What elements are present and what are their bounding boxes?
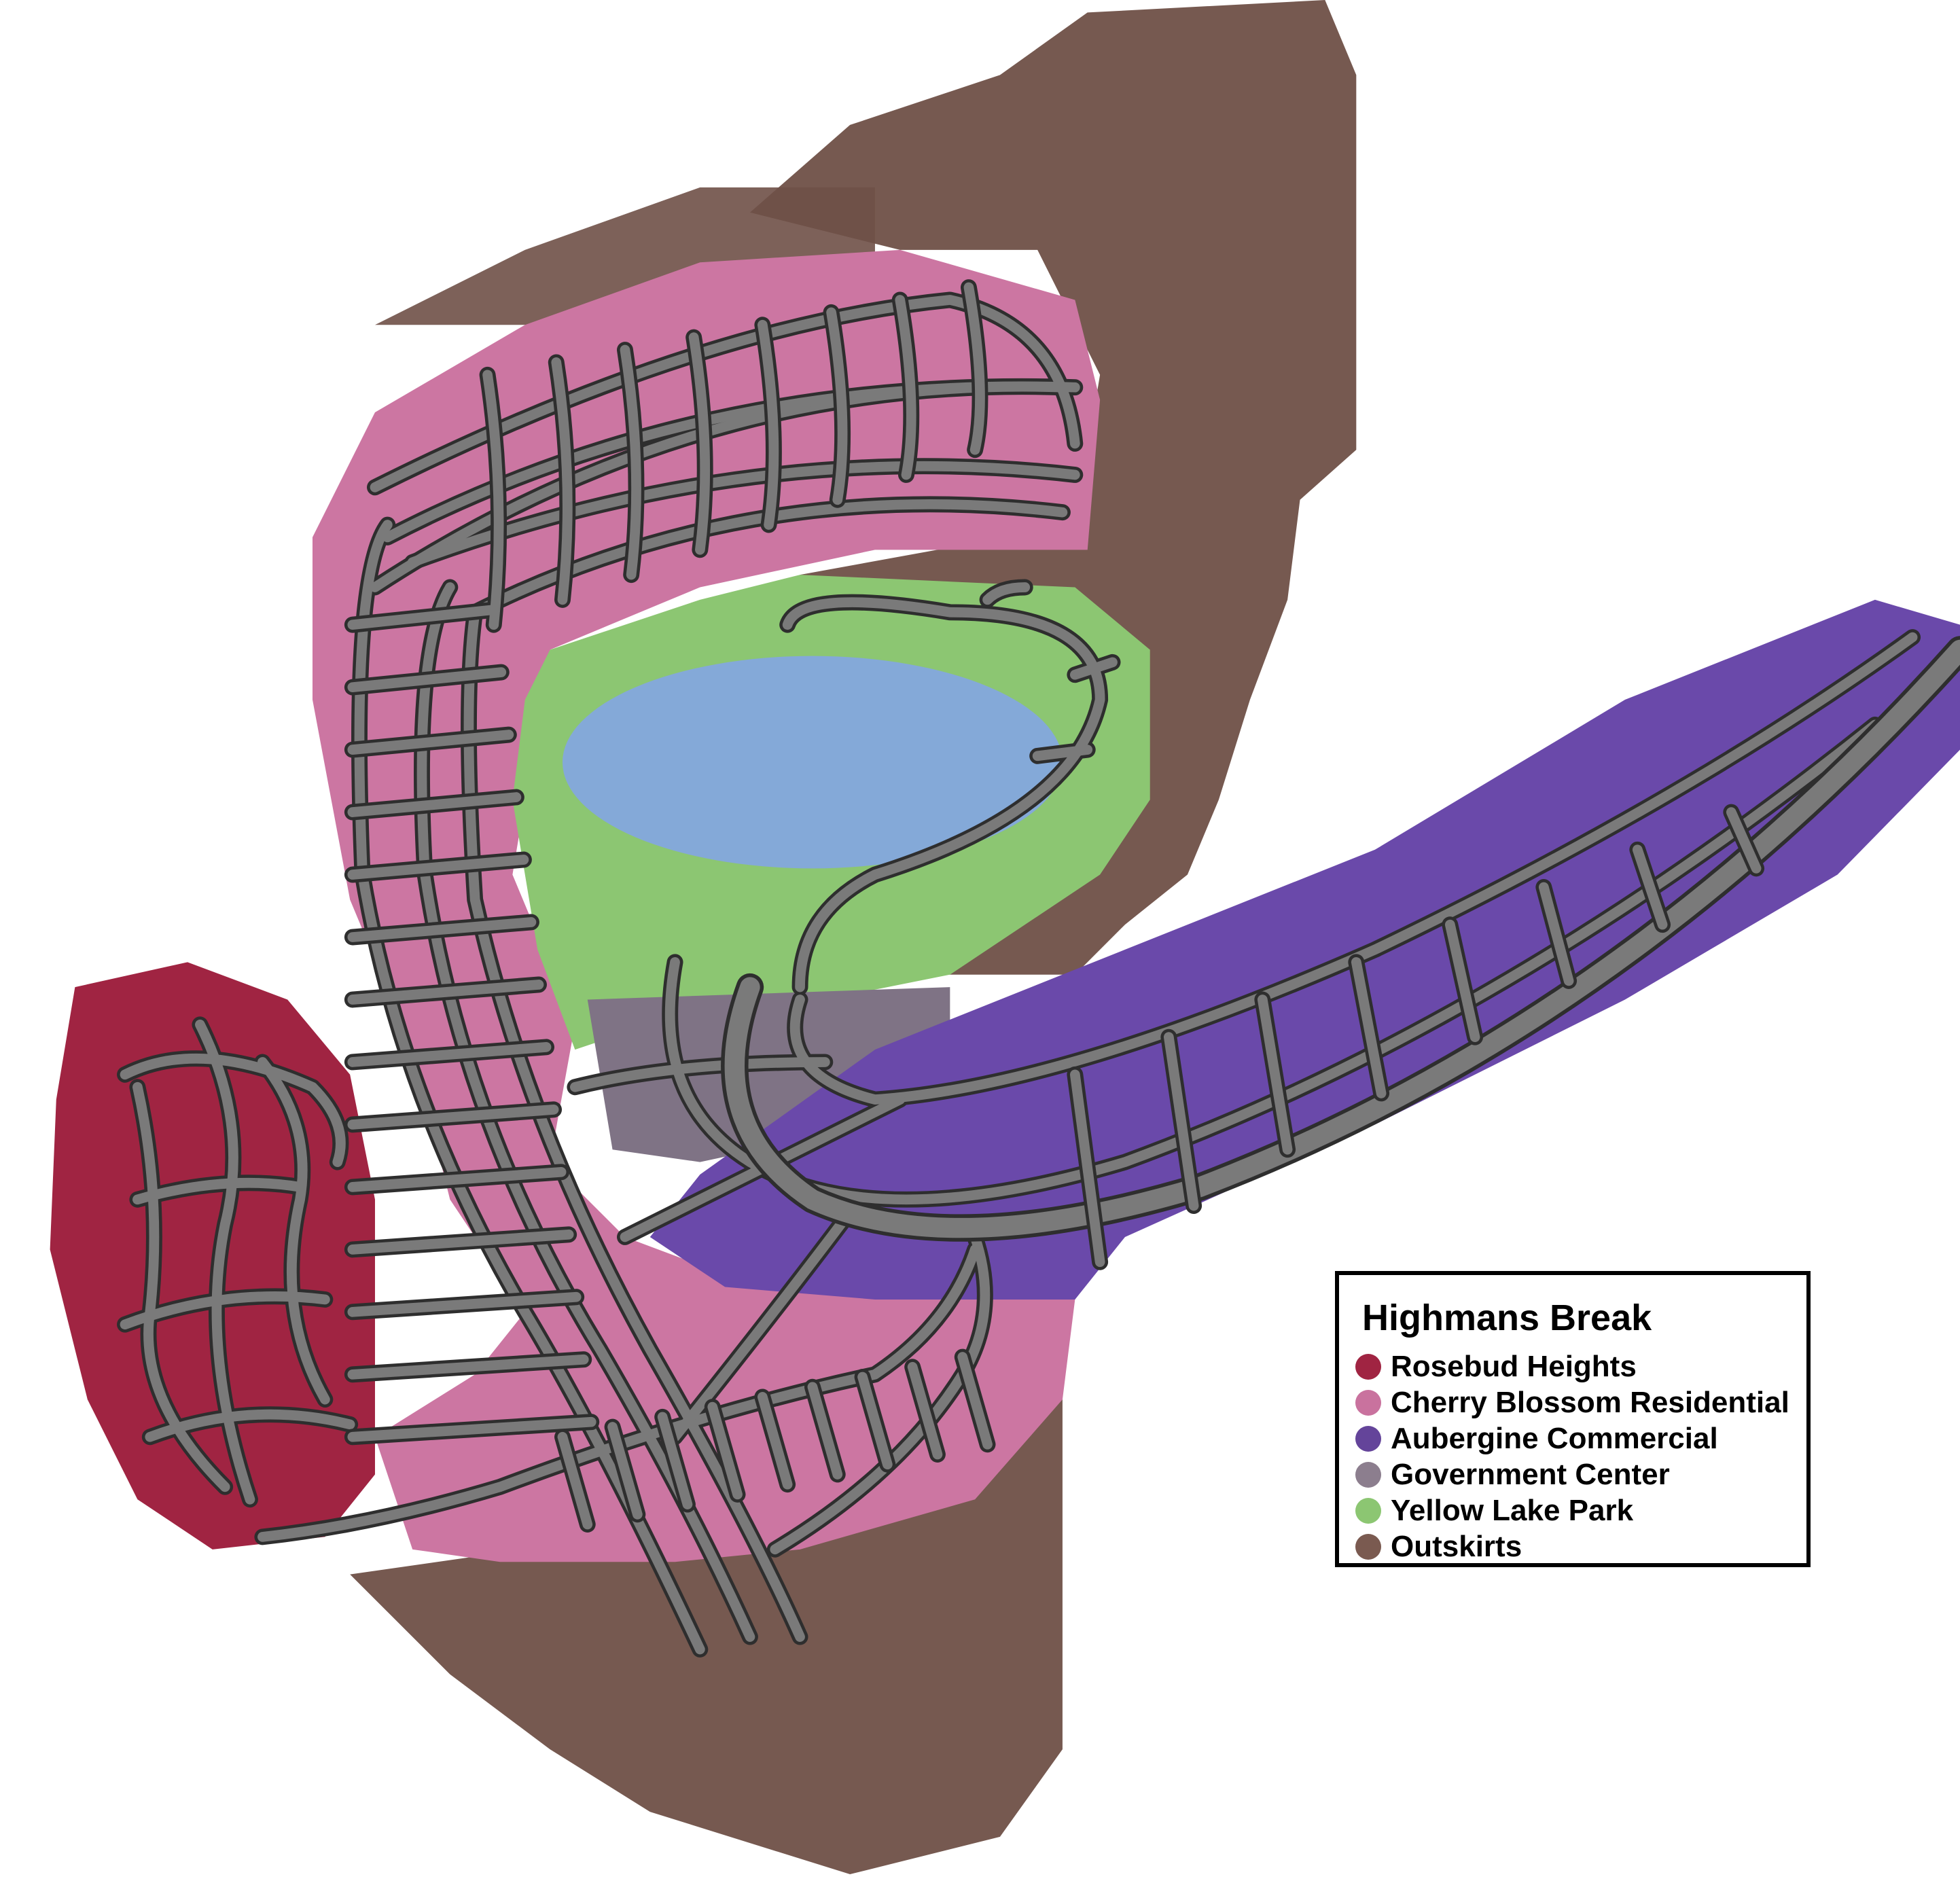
legend-item-yellow-lake-park: Yellow Lake Park — [1355, 1492, 1806, 1528]
street — [347, 667, 507, 693]
legend-item-rosebud-heights: Rosebud Heights — [1355, 1348, 1806, 1384]
street — [1444, 919, 1480, 1043]
street — [1726, 807, 1762, 874]
legend-dot-icon — [1355, 1461, 1381, 1488]
street — [347, 792, 522, 817]
legend-dot-icon — [1355, 1533, 1381, 1560]
road-network — [117, 279, 1960, 1658]
street — [1069, 1069, 1105, 1268]
street — [347, 1291, 582, 1317]
street — [620, 344, 641, 580]
street — [1351, 956, 1387, 1098]
legend-item-outskirts: Outskirts — [1355, 1528, 1806, 1564]
legend-dot-icon — [1355, 1425, 1381, 1452]
street — [347, 730, 514, 755]
street — [347, 1166, 567, 1192]
legend-label: Government Center — [1391, 1457, 1670, 1491]
street — [347, 605, 499, 630]
street — [1163, 1032, 1199, 1211]
street — [757, 1392, 793, 1490]
street — [826, 307, 848, 505]
street — [688, 332, 711, 555]
legend-item-cherry-blossom-residential: Cherry Blossom Residential — [1355, 1384, 1806, 1420]
legend-item-aubergine-commercial: Aubergine Commercial — [1355, 1420, 1806, 1456]
street — [657, 1412, 693, 1509]
legend-label: Cherry Blossom Residential — [1391, 1385, 1789, 1419]
street — [551, 357, 573, 605]
street — [857, 1372, 893, 1470]
legend-dot-icon — [1355, 1497, 1381, 1524]
legend-label: Aubergine Commercial — [1391, 1421, 1718, 1455]
legend-item-government-center: Government Center — [1355, 1456, 1806, 1492]
street — [895, 295, 916, 480]
street — [347, 917, 537, 942]
street — [957, 1352, 993, 1450]
street — [347, 1354, 589, 1380]
street — [347, 1229, 574, 1255]
street — [807, 1382, 843, 1480]
street — [1632, 844, 1668, 930]
legend-dot-icon — [1355, 1389, 1381, 1416]
street — [907, 1361, 943, 1460]
street — [347, 980, 544, 1005]
street — [707, 1401, 743, 1500]
street — [757, 319, 779, 530]
legend-label: Rosebud Heights — [1391, 1349, 1637, 1383]
street — [347, 855, 529, 880]
street — [1257, 995, 1293, 1155]
street — [1538, 882, 1574, 986]
lake — [562, 656, 1063, 869]
legend-dot-icon — [1355, 1353, 1381, 1380]
street — [557, 1431, 593, 1530]
street — [482, 370, 504, 630]
legend-title: Highmans Break — [1362, 1297, 1652, 1338]
legend-label: Yellow Lake Park — [1391, 1493, 1634, 1527]
street — [607, 1422, 643, 1520]
street — [347, 1416, 596, 1442]
region-aubergine-commercial — [649, 599, 1960, 1300]
legend-label: Outskirts — [1391, 1529, 1522, 1563]
street — [963, 282, 985, 455]
map-legend: Highmans Break Rosebud Heights Cherry Bl… — [1335, 1271, 1811, 1567]
street — [347, 1105, 559, 1130]
street — [347, 1042, 552, 1067]
